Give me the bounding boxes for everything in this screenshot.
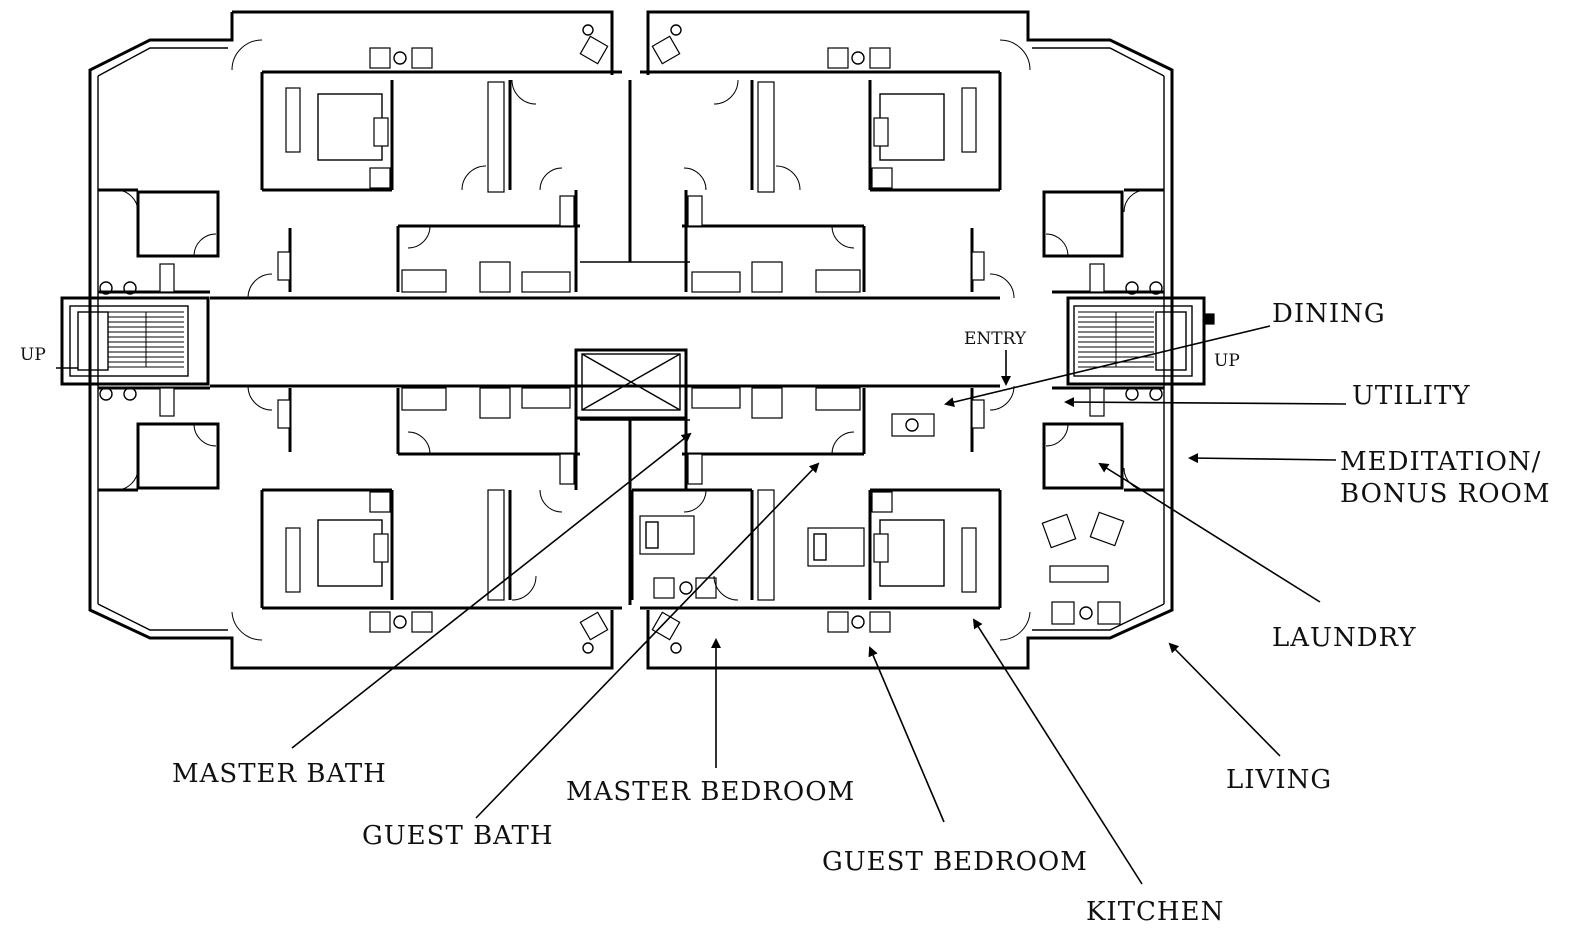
elevator	[574, 348, 688, 420]
stair-left	[56, 296, 210, 386]
arrow-master-bath	[291, 432, 692, 749]
label-master-bedroom: MASTER BEDROOM	[566, 777, 855, 807]
label-dining: DINING	[1272, 299, 1386, 329]
label-master-bath: MASTER BATH	[172, 759, 387, 789]
label-living: LIVING	[1226, 765, 1332, 795]
label-entry: ENTRY	[964, 329, 1027, 349]
room-labels: DINING UTILITY MEDITATION/ BONUS ROOM LA…	[20, 299, 1550, 927]
doors	[115, 39, 1147, 641]
arrow-living	[1168, 642, 1281, 757]
appliances	[99, 24, 1163, 654]
arrow-kitchen	[972, 618, 1143, 885]
label-guest-bedroom: GUEST BEDROOM	[822, 847, 1088, 877]
leader-arrows	[291, 325, 1347, 885]
arrow-laundry	[1098, 462, 1321, 603]
unit-top-left	[98, 70, 622, 294]
label-up-right: UP	[1214, 351, 1240, 371]
label-up-left: UP	[20, 345, 46, 365]
label-guest-bath: GUEST BATH	[362, 821, 554, 851]
arrow-utility	[1064, 397, 1347, 408]
label-meditation-line2: BONUS ROOM	[1340, 479, 1550, 509]
label-utility: UTILITY	[1352, 381, 1471, 411]
corridor	[210, 80, 1000, 605]
arrow-meditation	[1188, 453, 1337, 464]
stair-right	[1066, 296, 1215, 386]
building-outline	[88, 10, 1174, 670]
unit-bottom-left	[98, 386, 622, 610]
label-laundry: LAUNDRY	[1272, 623, 1417, 653]
arrow-guest-bedroom	[868, 646, 945, 823]
label-meditation-line1: MEDITATION/	[1340, 447, 1541, 477]
label-kitchen: KITCHEN	[1086, 897, 1224, 927]
arrow-guest-bath	[475, 462, 820, 819]
unit-top-right	[640, 70, 1164, 294]
arrow-dining	[944, 325, 1271, 407]
